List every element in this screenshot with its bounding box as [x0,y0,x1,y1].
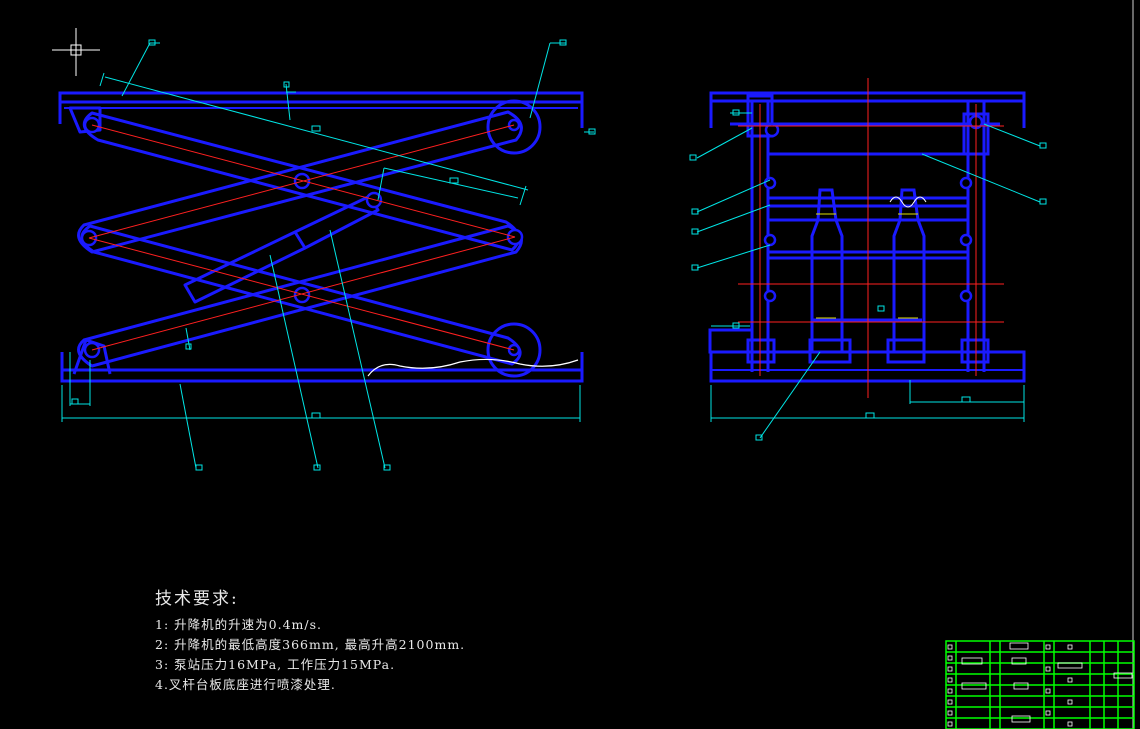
bottom-roller [486,322,542,378]
base-frame [60,352,584,383]
side-centerlines [738,78,1004,398]
side-break-mark [889,196,927,208]
front-view [58,39,596,471]
note-line-3: 3: 泵站压力16MPa, 工作压力15MPa. [155,657,396,672]
technical-requirements: 技术要求: 1: 升降机的升速为0.4m/s. 2: 升降机的最低高度366mm… [155,584,465,695]
side-dimension-tags [689,109,1047,441]
notes-title: 技术要求: [155,589,239,609]
title-block-cells [947,642,1133,727]
top-roller [486,99,542,155]
break-line [367,358,579,377]
crosshair-cursor-icon[interactable] [52,28,100,76]
top-platform [58,91,584,128]
side-yellow-marks [816,213,918,319]
side-view [689,78,1047,441]
pivot-pins [80,116,524,359]
note-line-2: 2: 升降机的最低高度366mm, 最高升高2100mm. [155,637,466,652]
rollers [486,99,542,378]
note-line-1: 1: 升降机的升速为0.4m/s. [155,617,322,632]
centerlines [88,124,516,351]
note-line-4: 4.叉杆台板底座进行喷漆处理. [155,677,336,692]
front-dimension-tags [71,39,596,471]
title-block [945,640,1135,729]
side-pins [763,114,984,303]
